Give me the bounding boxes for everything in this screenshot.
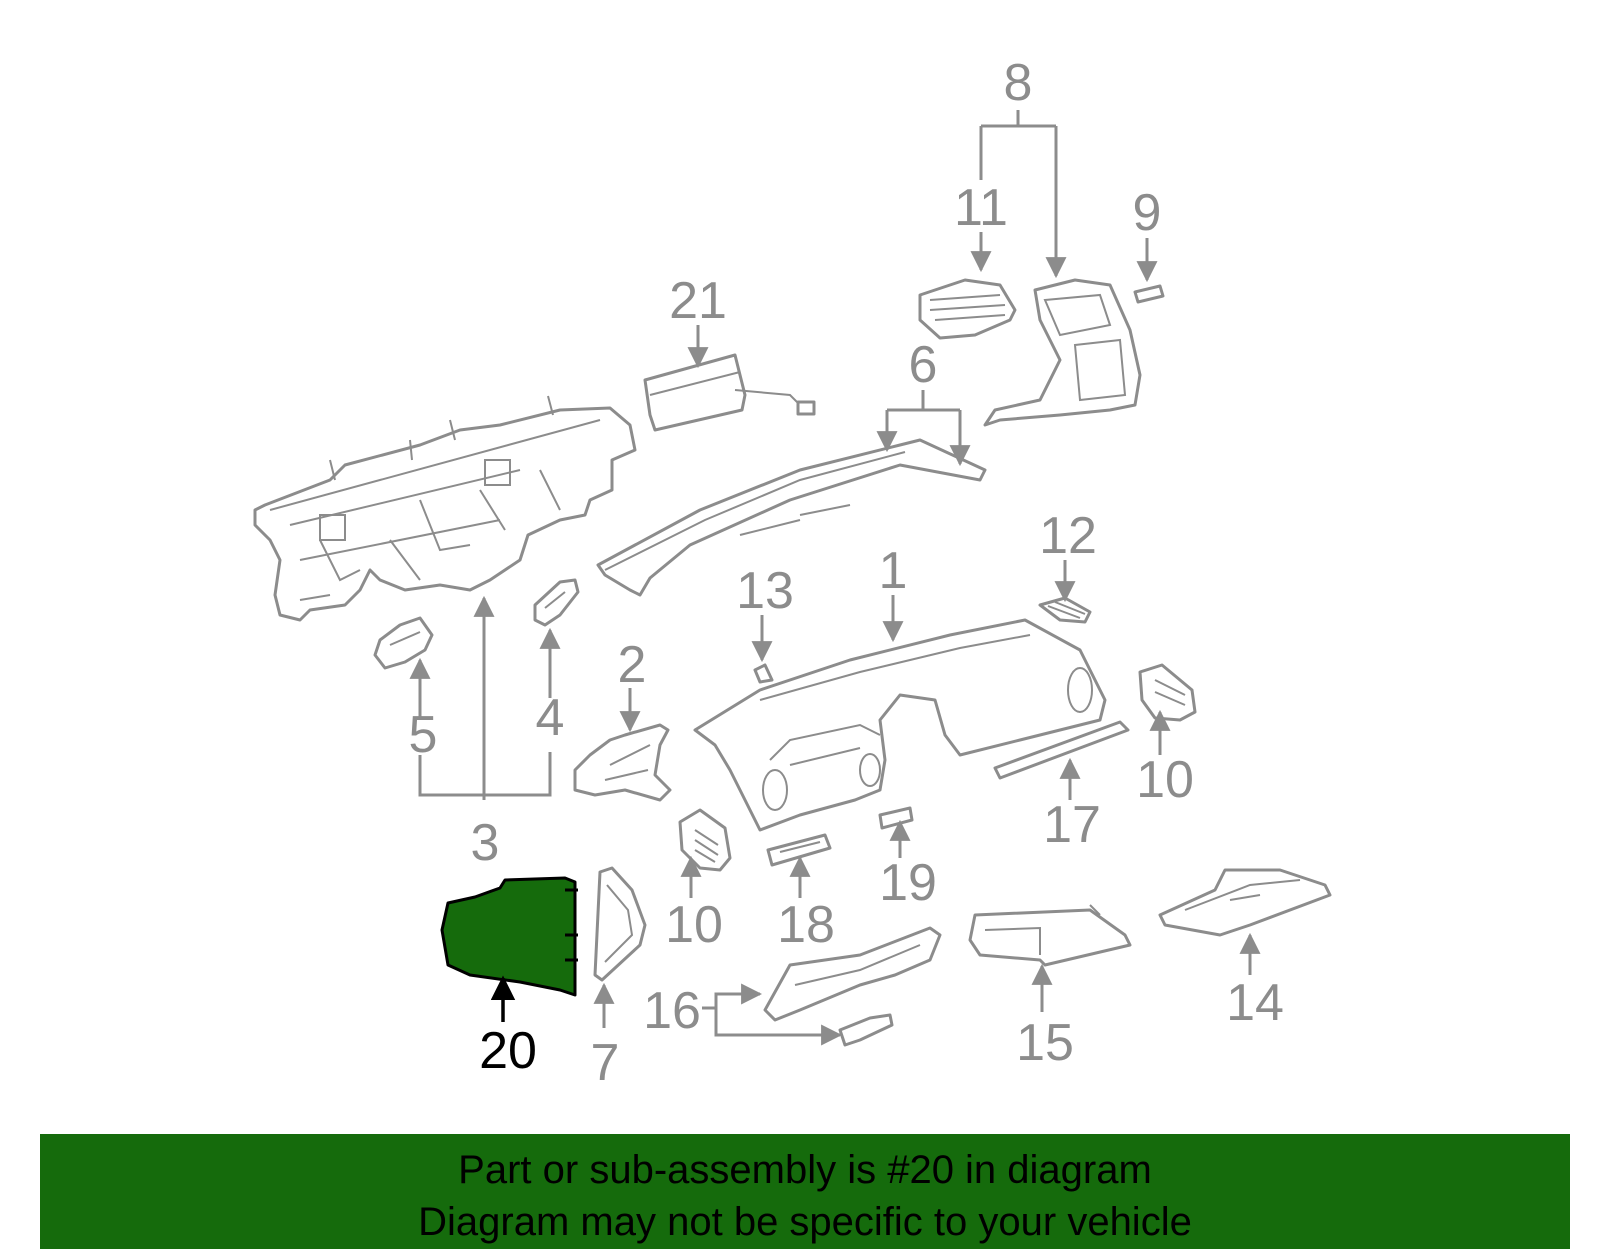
callout-11: 11	[954, 179, 1008, 237]
part-6-duct	[596, 438, 987, 597]
part-17-trim	[993, 720, 1130, 780]
part-20-knee-bolster	[440, 876, 578, 997]
callout-12: 12	[1039, 507, 1097, 565]
callout-3: 3	[471, 814, 500, 872]
callout-18: 18	[777, 896, 835, 954]
callout-17: 17	[1043, 796, 1101, 854]
part-3-frame	[253, 395, 637, 622]
part-12-grille	[1038, 596, 1092, 624]
leader-lines	[409, 110, 1261, 1046]
callout-9: 9	[1133, 184, 1162, 242]
banner-line-disclaimer: Diagram may not be specific to your vehi…	[418, 1200, 1192, 1244]
part-14-bracket	[1158, 868, 1332, 937]
part-11-vent	[918, 278, 1017, 340]
callout-labels: 8 11 9 21 6 12 13 1 2 5 4 3 10 17 10 18 …	[409, 54, 1284, 1092]
banner-line-part: Part or sub-assembly is #20 in diagram	[458, 1148, 1152, 1192]
part-13-clip	[753, 663, 774, 684]
part-10b-vent	[1138, 663, 1197, 722]
part-5-bracket	[373, 616, 434, 670]
part-8-bezel	[983, 278, 1142, 427]
callout-16: 16	[643, 982, 701, 1040]
part-7-side-trim	[593, 866, 647, 982]
part-1-panel	[693, 618, 1107, 832]
callout-19: 19	[879, 854, 937, 912]
callout-20: 20	[479, 1022, 537, 1080]
part-2-side-bracket	[573, 723, 672, 802]
callout-4: 4	[536, 689, 565, 747]
part-16-glovebox	[763, 926, 942, 1047]
callout-2: 2	[618, 636, 647, 694]
callout-21: 21	[669, 272, 727, 330]
part-19-trim	[878, 806, 914, 830]
callout-10-left: 10	[665, 896, 723, 954]
callout-6: 6	[909, 336, 938, 394]
part-15-module	[968, 904, 1132, 967]
part-9-switch	[1133, 284, 1165, 304]
part-18-trim	[766, 833, 832, 867]
callout-8: 8	[1004, 54, 1033, 112]
callout-14: 14	[1226, 974, 1284, 1032]
part-21-airbag	[643, 353, 816, 432]
callout-15: 15	[1016, 1014, 1074, 1072]
callout-7: 7	[591, 1034, 620, 1092]
callout-10-right: 10	[1136, 751, 1194, 809]
part-4-bracket	[533, 578, 580, 627]
callout-5: 5	[409, 706, 438, 764]
callout-1: 1	[879, 542, 908, 600]
info-banner: Part or sub-assembly is #20 in diagram D…	[40, 1134, 1570, 1249]
part-10a-vent	[678, 808, 732, 872]
callout-13: 13	[736, 562, 794, 620]
